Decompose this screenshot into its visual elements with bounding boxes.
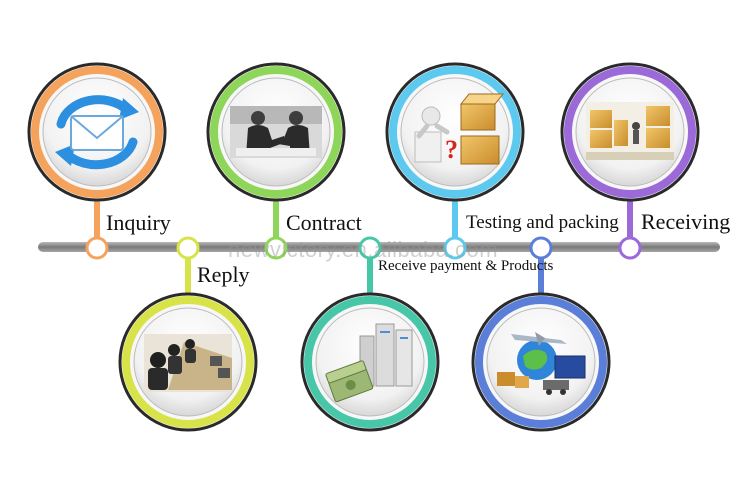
watermark-text: newvictory.en.alibaba.com (228, 237, 499, 262)
svg-text:?: ? (445, 135, 458, 164)
node-reply (176, 236, 200, 260)
node-payment (358, 236, 382, 260)
node-contract (264, 236, 288, 260)
step-label-contract: Contract (286, 210, 362, 235)
timeline-nodes (85, 236, 642, 260)
step-label-payment: Receive payment & Products (378, 258, 554, 274)
step-label-inquiry: Inquiry (106, 210, 171, 235)
envelope-icon (55, 95, 139, 170)
step-label-testing: Testing and packing (466, 212, 619, 233)
node-testing (443, 236, 467, 260)
node-inquiry (85, 236, 109, 260)
warehouse-boxes-icon (586, 102, 674, 160)
node-logistics (529, 236, 553, 260)
handshake-icon (230, 106, 322, 158)
step-label-receiving: Receiving (641, 209, 731, 234)
call-center-icon (144, 334, 232, 392)
step-circle-testing (385, 62, 525, 202)
money-and-server-icon (325, 323, 413, 403)
boxes-with-question-icon: ? (414, 93, 505, 165)
step-label-reply: Reply (197, 262, 250, 287)
node-receiving (618, 236, 642, 260)
logistics-globe-icon (497, 332, 586, 395)
